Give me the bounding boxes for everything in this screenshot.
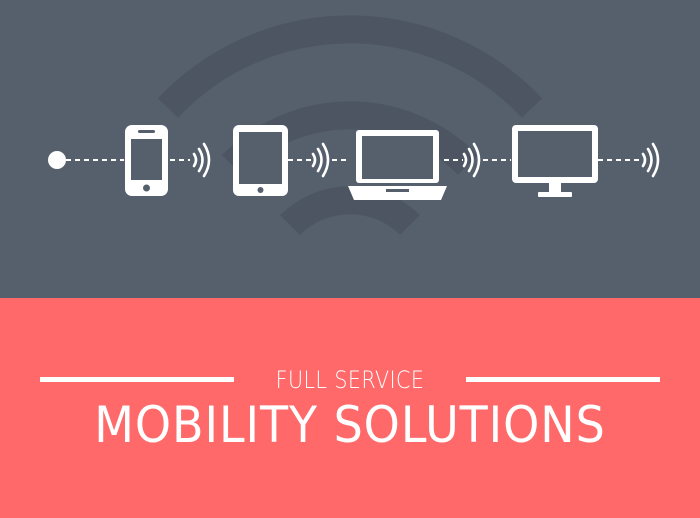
laptop-icon [348,130,447,200]
wifi-signal-icon [311,142,330,178]
divider-left [40,377,234,382]
banner-title: MOBILITY SOLUTIONS [94,396,606,454]
start-node-icon [48,151,66,169]
smartphone-icon [125,125,168,196]
tablet-icon [233,125,288,196]
hero-graphic-panel [0,0,700,298]
divider-right [466,377,660,382]
banner-panel: FULL SERVICE MOBILITY SOLUTIONS [0,298,700,518]
wifi-signal-icon [192,142,211,178]
wifi-signal-icon [641,142,660,178]
banner-subtitle: FULL SERVICE [275,366,425,394]
desktop-monitor-icon [512,125,598,197]
wifi-signal-icon [462,142,481,178]
device-connectivity-illustration [0,0,700,298]
